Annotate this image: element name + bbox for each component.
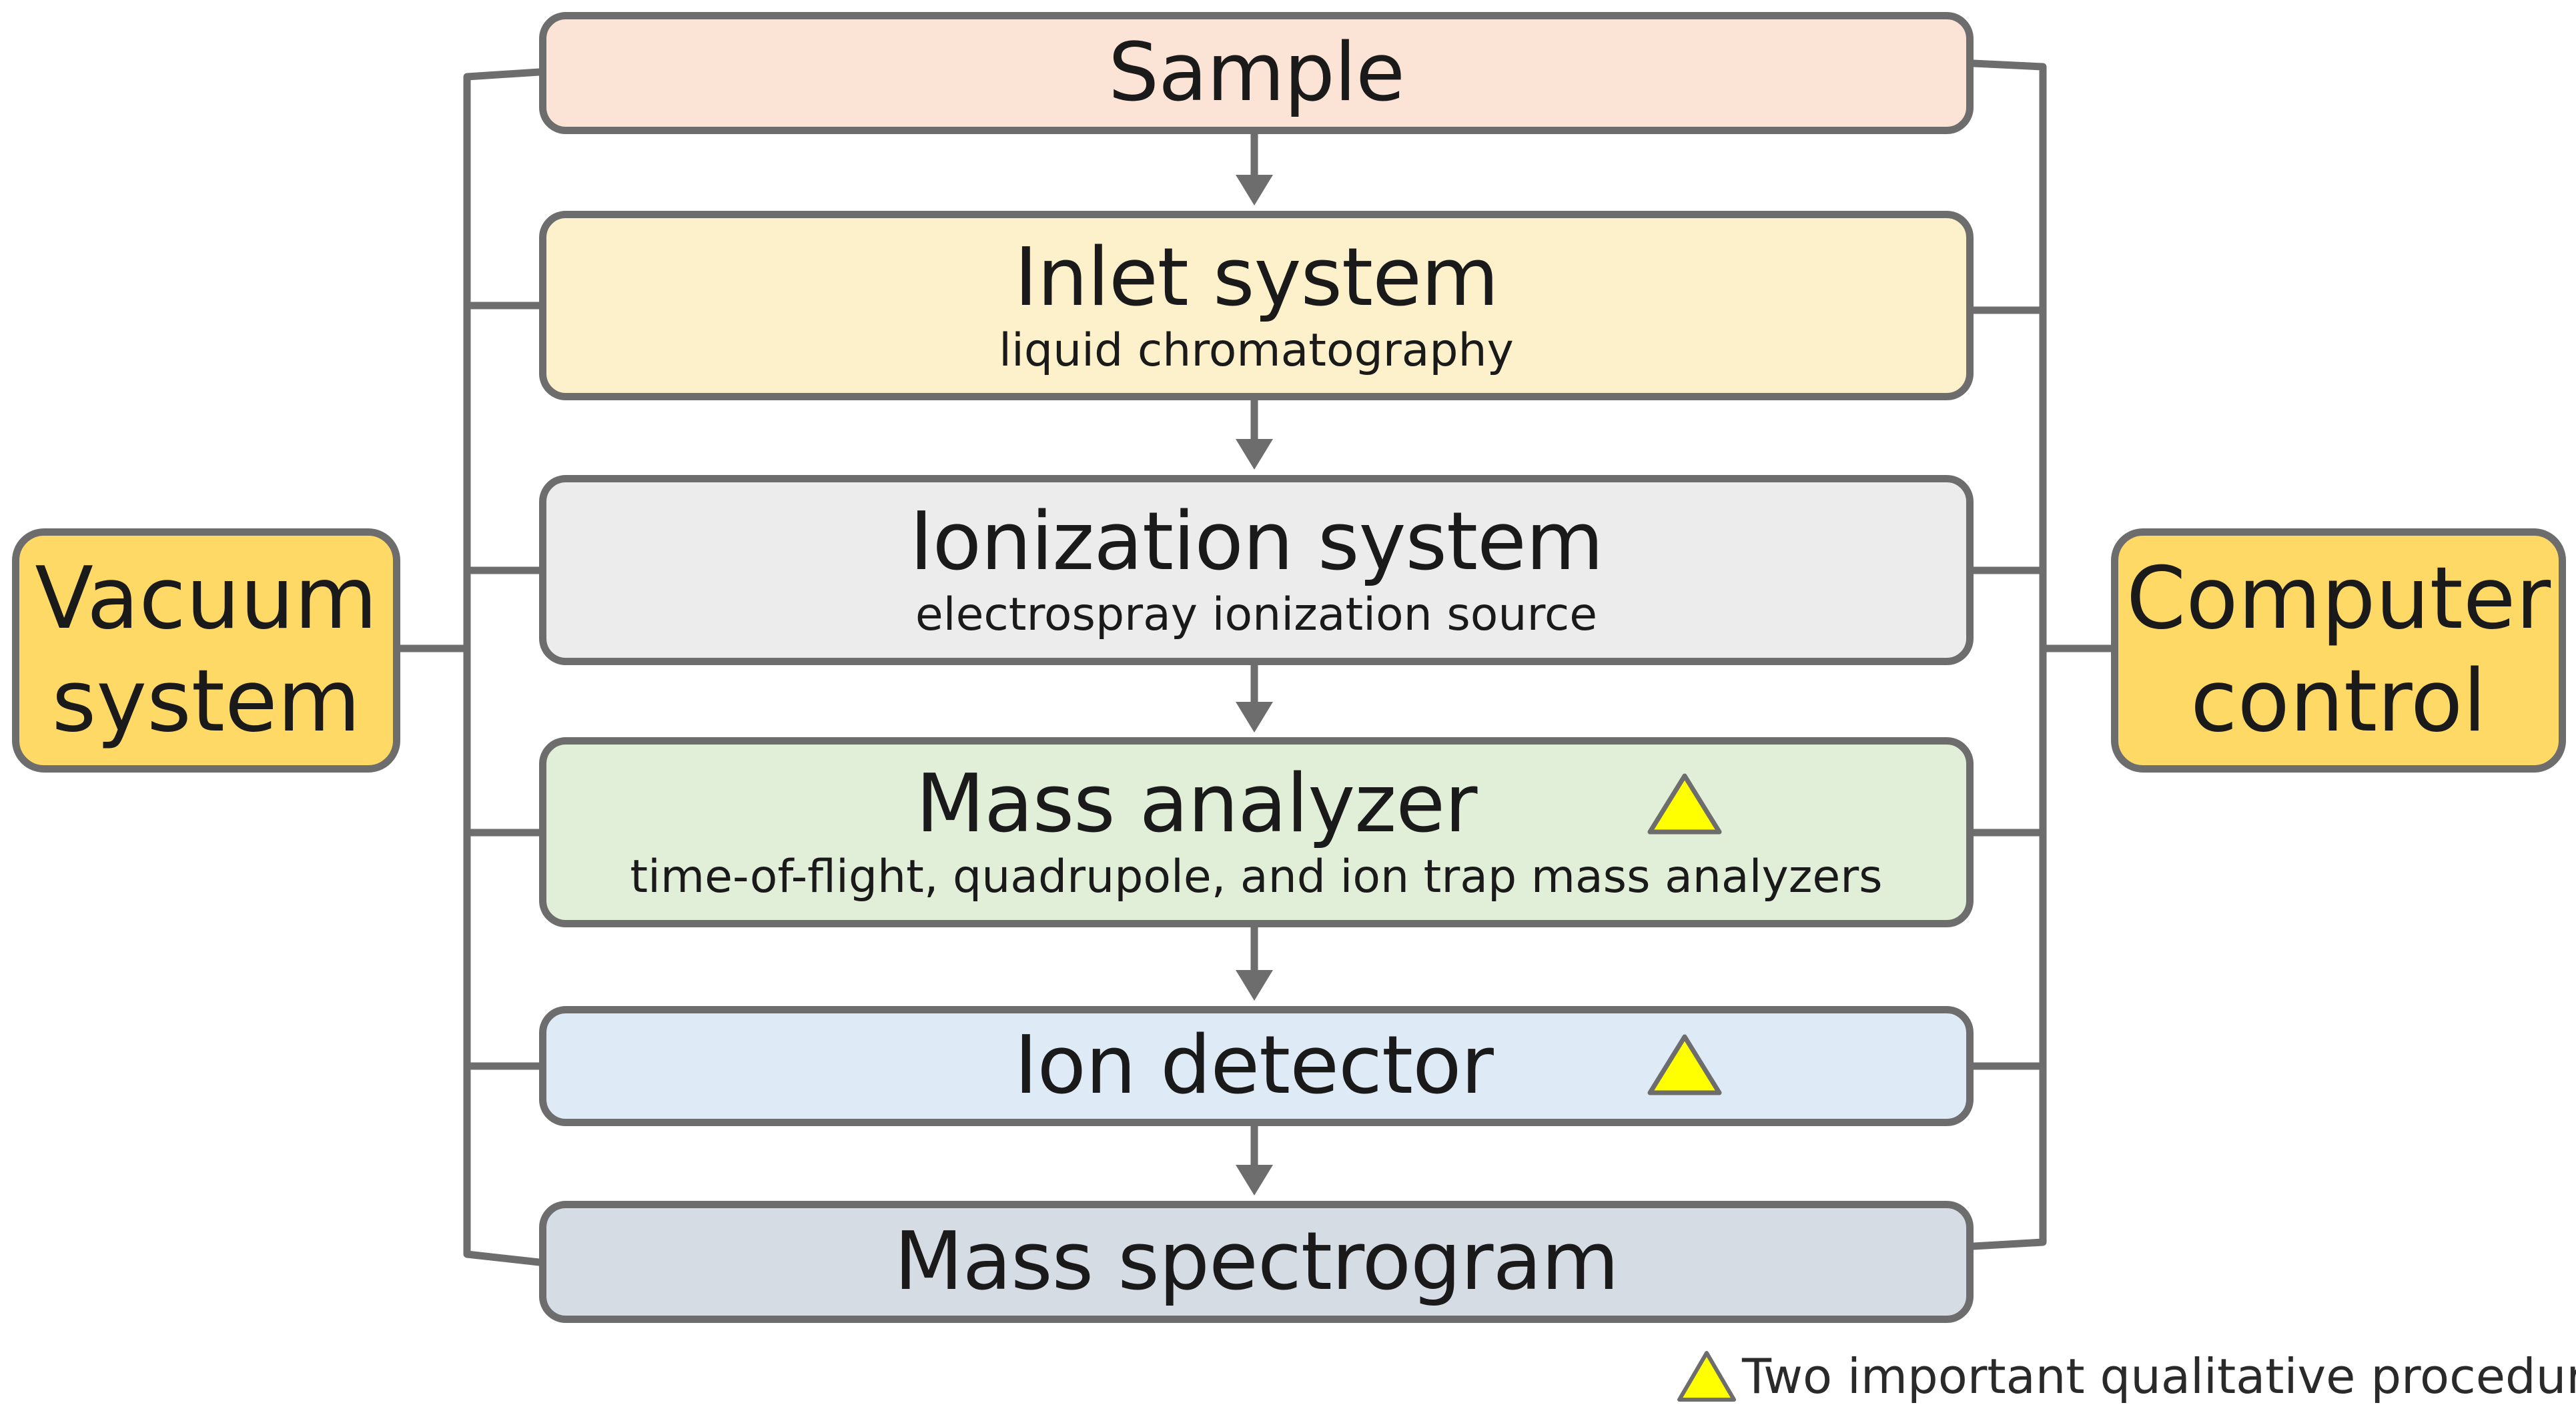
stage-title: Ion detector: [1014, 1019, 1494, 1112]
triangle-marker-icon: [1647, 773, 1722, 835]
stage-subtitle: time-of-flight, quadrupole, and ion trap…: [630, 851, 1883, 904]
right-bracket-line: [1970, 59, 2047, 1250]
stage-ion-detector: Ion detector: [539, 1006, 1974, 1126]
legend: Two important qualitative procedure: [1677, 1344, 2576, 1408]
legend-triangle-icon: [1677, 1351, 1736, 1402]
computer-control-line2: control: [2190, 652, 2487, 751]
stage-subtitle: liquid chromatography: [999, 324, 1514, 377]
vacuum-system-line2: system: [51, 652, 361, 751]
stage-inlet-system: Inlet system liquid chromatography: [539, 211, 1974, 400]
stage-sample: Sample: [539, 12, 1974, 134]
legend-text: Two important qualitative procedure: [1742, 1348, 2576, 1404]
stage-title: Inlet system: [1014, 231, 1499, 324]
left-bracket-line: [463, 68, 543, 1266]
stage-title: Mass spectrogram: [894, 1215, 1619, 1308]
computer-control-line1: Computer: [2126, 549, 2551, 649]
triangle-marker-icon: [1647, 1034, 1722, 1095]
computer-control-block: Computer control: [2111, 528, 2566, 773]
stage-mass-spectrogram: Mass spectrogram: [539, 1201, 1974, 1323]
stage-mass-analyzer: Mass analyzer time-of-flight, quadrupole…: [539, 737, 1974, 927]
stage-title: Ionization system: [909, 496, 1604, 589]
vacuum-system-block: Vacuum system: [12, 528, 400, 773]
flow-arrows: [1236, 134, 1273, 1196]
stage-ionization-system: Ionization system electrospray ionizatio…: [539, 475, 1974, 665]
stage-subtitle: electrospray ionization source: [915, 588, 1598, 642]
stage-title: Sample: [1108, 26, 1405, 119]
stage-title: Mass analyzer: [915, 758, 1478, 851]
vacuum-system-line1: Vacuum: [35, 549, 378, 649]
